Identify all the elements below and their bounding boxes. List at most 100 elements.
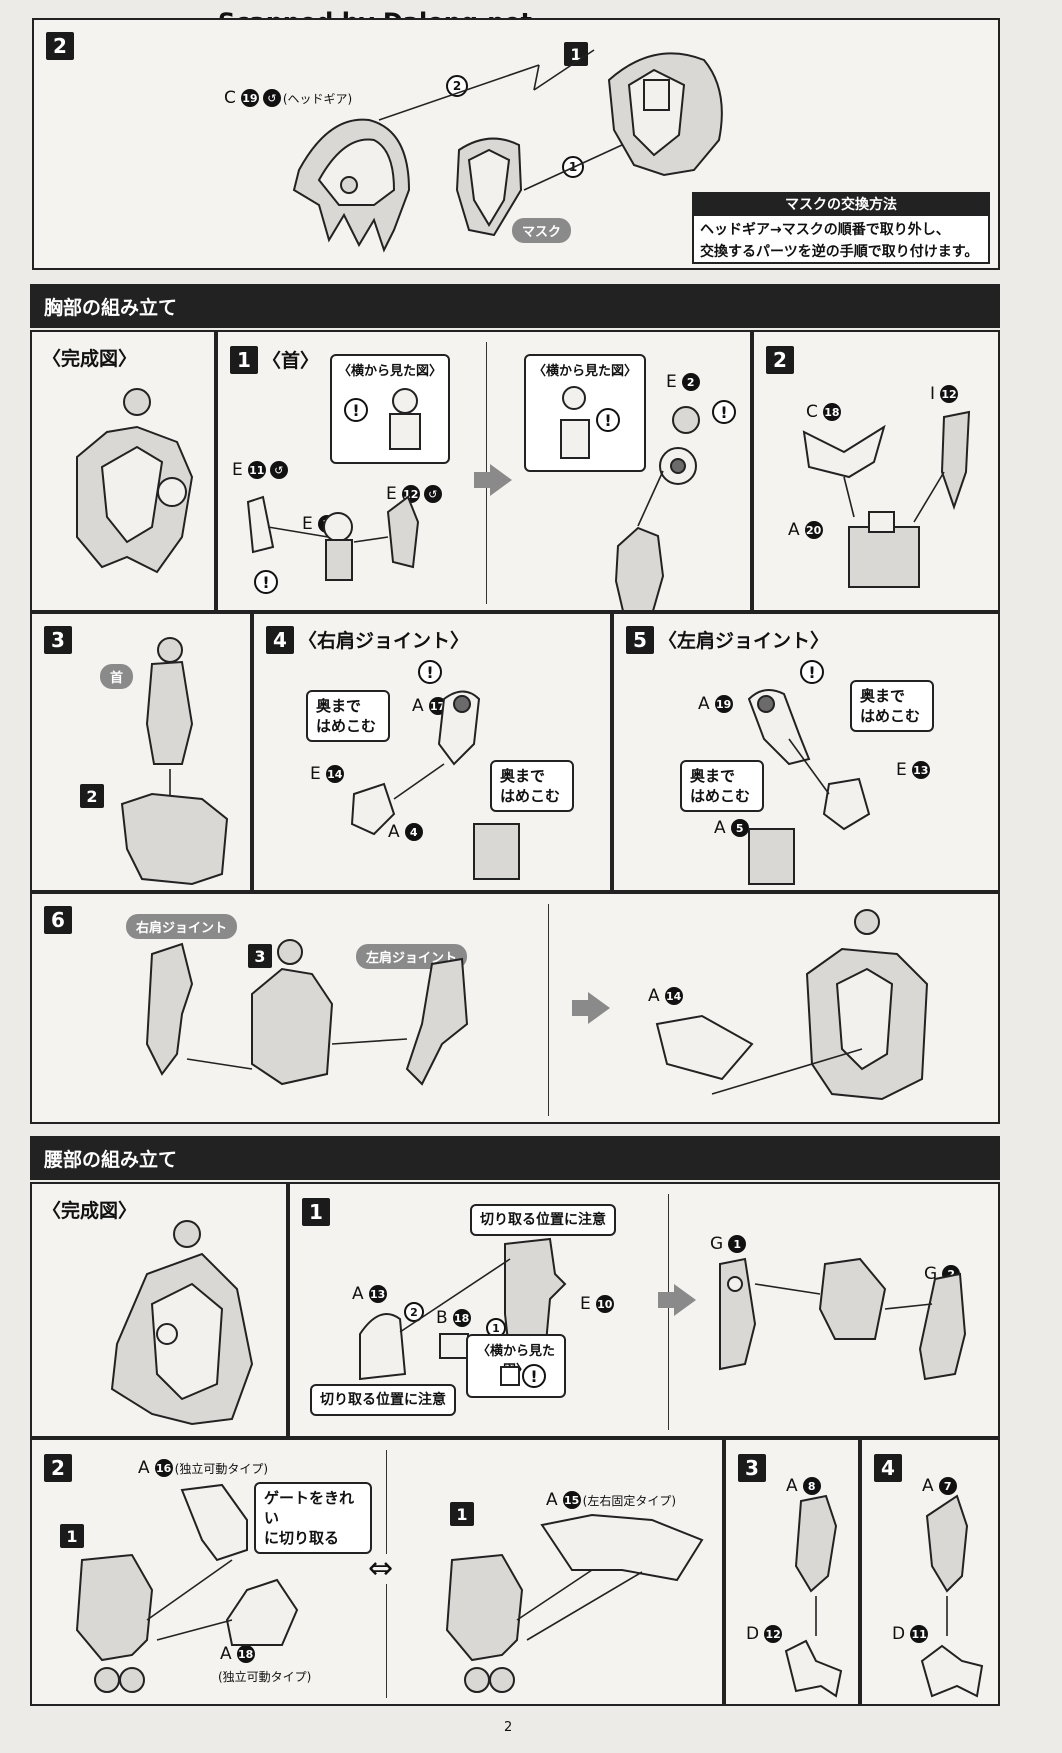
waist-step3-number: 3 bbox=[738, 1454, 766, 1482]
clean-gate-note: ゲートをきれいに切り取る bbox=[254, 1482, 372, 1554]
neck-side-figure bbox=[389, 388, 421, 450]
push-fully-note-3: 奥まではめこむ bbox=[850, 680, 934, 732]
chest-complete-panel: 〈完成図〉 bbox=[30, 330, 216, 612]
chest-complete-figure bbox=[76, 388, 194, 574]
waist-complete-title: 〈完成図〉 bbox=[42, 1200, 138, 1222]
chest-step6-number: 6 bbox=[44, 906, 72, 934]
neck-pill: 首 bbox=[100, 664, 134, 689]
order-marker-2: 2 bbox=[404, 1302, 424, 1322]
next-arrow bbox=[572, 992, 610, 1024]
chest-complete-title: 〈完成図〉 bbox=[42, 348, 138, 370]
neck-parts-figure bbox=[246, 495, 420, 581]
neck-side-figure-2 bbox=[560, 386, 590, 459]
waist-step3-figure bbox=[784, 1494, 843, 1698]
inset-step-number: 1 bbox=[60, 1524, 84, 1548]
waist-step1-left-figure bbox=[359, 1237, 567, 1381]
a18-note: (独立可動タイプ) bbox=[218, 1670, 312, 1684]
side-view-box-3: 〈横から見た図〉 ! bbox=[466, 1334, 566, 1398]
waist-complete-figure bbox=[110, 1220, 254, 1426]
step6-right-figure bbox=[655, 909, 929, 1101]
warning-icon: ! bbox=[254, 570, 278, 594]
right-shoulder-pill: 右肩ジョイント bbox=[126, 914, 238, 939]
side-view-box-2: 〈横から見た図〉 ! bbox=[524, 354, 646, 472]
next-arrow bbox=[658, 1284, 696, 1316]
next-arrow bbox=[474, 464, 512, 496]
waist-section-header: 腰部の組み立て bbox=[30, 1136, 1000, 1180]
inset-step-number: 3 bbox=[248, 944, 272, 968]
side-view-box-1: 〈横から見た図〉 ! bbox=[330, 354, 450, 464]
headgear-figure bbox=[292, 118, 411, 253]
cut-position-note-1: 切り取る位置に注意 bbox=[470, 1204, 616, 1236]
warning-icon: ! bbox=[712, 400, 736, 424]
warning-icon: ! bbox=[418, 660, 442, 684]
chest-step1-panel: 1 〈首〉 〈横から見た図〉 ! E11↺ E7 E12↺ ! 〈横から見た図〉… bbox=[216, 330, 752, 612]
chest-step1-number: 1 bbox=[230, 346, 258, 374]
chest-step3-figure bbox=[120, 637, 229, 886]
warning-icon: ! bbox=[800, 660, 824, 684]
waist-step2-right-figure bbox=[445, 1513, 704, 1693]
warning-icon: ! bbox=[596, 408, 620, 432]
chest-step3-number: 3 bbox=[44, 626, 72, 654]
step6-left-figure bbox=[145, 939, 469, 1086]
mask-exchange-line2: 交換するパーツを逆の手順で取り付けます。 bbox=[700, 244, 979, 260]
leader-lines bbox=[378, 49, 623, 191]
top-step-panel: 2 1 C19↺ (ヘッドギア) マスク 2 1 マスクの交換方法 ヘッドギア→… bbox=[32, 18, 1000, 270]
page-number: 2 bbox=[504, 1720, 513, 1735]
waist-step2-left-figure bbox=[75, 1483, 299, 1693]
chest-section-header: 胸部の組み立て bbox=[30, 284, 1000, 328]
chest-step4-title: 〈右肩ジョイント〉 bbox=[298, 630, 470, 652]
waist-step4-figure bbox=[920, 1494, 984, 1698]
push-fully-note-4: 奥まではめこむ bbox=[680, 760, 764, 812]
chest-step1-title: 〈首〉 bbox=[262, 350, 320, 372]
chest-step3-panel: 3 首 2 bbox=[30, 612, 252, 892]
chest-step5-title: 〈左肩ジョイント〉 bbox=[658, 630, 830, 652]
left-shoulder-figure bbox=[747, 689, 871, 885]
waist-step1-number: 1 bbox=[302, 1198, 330, 1226]
push-fully-note-1: 奥まではめこむ bbox=[306, 690, 390, 742]
mask-exchange-title: マスクの交換方法 bbox=[694, 194, 988, 216]
assembled-helmet-figure bbox=[607, 52, 723, 177]
neck-assembly-figure bbox=[614, 406, 700, 612]
warning-icon: ! bbox=[344, 398, 368, 422]
mask-exchange-box: マスクの交換方法 ヘッドギア→マスクの順番で取り外し、 交換するパーツを逆の手順… bbox=[692, 192, 990, 264]
left-shoulder-pill: 左肩ジョイント bbox=[356, 944, 468, 969]
cut-position-note-2: 切り取る位置に注意 bbox=[310, 1384, 456, 1416]
chest-step2-number: 2 bbox=[766, 346, 794, 374]
chest-step5-number: 5 bbox=[626, 626, 654, 654]
toggle-arrow-icon: ⇔ bbox=[368, 1551, 394, 1586]
mask-figure bbox=[455, 137, 523, 237]
waist-step1-panel: 1 切り取る位置に注意 切り取る位置に注意 A13 B18 E10 2 1 ! … bbox=[288, 1182, 1000, 1438]
divider bbox=[668, 1194, 669, 1430]
inset-step-number: 2 bbox=[80, 784, 104, 808]
mask-exchange-line1: ヘッドギア→マスクの順番で取り外し、 bbox=[700, 222, 950, 238]
right-shoulder-figure bbox=[350, 690, 520, 880]
